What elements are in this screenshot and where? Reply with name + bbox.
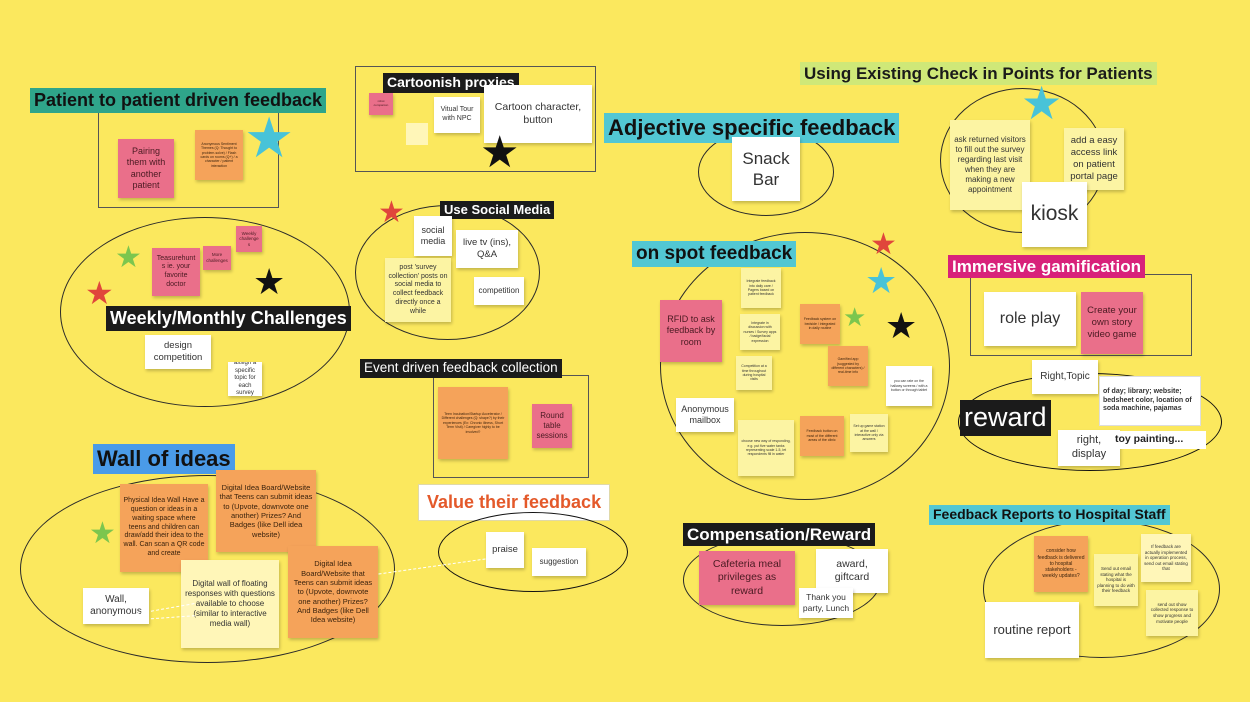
note-social-media[interactable]: social media: [414, 216, 452, 256]
note-physical-wall[interactable]: Physical Idea Wall Have a question or id…: [120, 484, 208, 572]
note-round-table[interactable]: Round table sessions: [532, 404, 572, 448]
star-icon: ★: [244, 106, 295, 169]
star-icon: ★: [870, 228, 897, 261]
note-anonymous-mailbox[interactable]: Anonymous mailbox: [676, 398, 734, 432]
title-gamification[interactable]: Immersive gamification: [948, 255, 1145, 279]
note-more-challenges[interactable]: More challenges: [203, 246, 231, 270]
note-consider[interactable]: consider how feedback is delivered to ho…: [1034, 536, 1088, 592]
star-icon: ★: [85, 275, 114, 311]
star-icon: ★: [253, 261, 286, 302]
note-on-spot-7[interactable]: choose new way of responding, e.g. put f…: [738, 420, 794, 476]
note-on-spot-1[interactable]: Integrate feedback into daily care / Pag…: [741, 268, 781, 308]
note-day-library[interactable]: of day; library; website; bedsheet color…: [1099, 376, 1201, 426]
note-on-spot-5[interactable]: Gamified app (suggested by different cha…: [828, 346, 868, 386]
note-pairing[interactable]: Pairing them with another patient: [118, 139, 174, 198]
note-routine-report[interactable]: routine report: [985, 602, 1079, 658]
note-own-story[interactable]: Create your own story video game: [1081, 292, 1143, 354]
star-icon: ★: [115, 241, 142, 274]
note-on-spot-6[interactable]: you can rate on the hallway screens / wi…: [886, 366, 932, 406]
note-wall-anonymous[interactable]: Wall, anonymous: [83, 588, 149, 624]
note-thank-you[interactable]: Thank you party, Lunch: [799, 588, 853, 618]
note-easy-link[interactable]: add a easy access link on patient portal…: [1064, 128, 1124, 190]
star-icon: ★: [843, 302, 867, 332]
note-suggestion[interactable]: suggestion: [532, 548, 586, 576]
note-toy-painting[interactable]: toy painting...: [1112, 431, 1206, 449]
note-kiosk[interactable]: kiosk: [1022, 182, 1087, 247]
note-right-topic[interactable]: Right,Topic: [1032, 360, 1098, 394]
note-design-competition[interactable]: design competition: [145, 335, 211, 369]
note-cafeteria[interactable]: Cafeteria meal privileges as reward: [699, 551, 795, 605]
cartoonish-frame: [355, 66, 596, 172]
title-check-in[interactable]: Using Existing Check in Points for Patie…: [800, 62, 1157, 86]
star-icon: ★: [1021, 77, 1063, 129]
note-on-spot-2[interactable]: Feedback system on bedside / integrated …: [800, 304, 840, 344]
title-on-spot[interactable]: on spot feedback: [632, 241, 797, 267]
note-send-show[interactable]: send out show collected response to show…: [1146, 590, 1198, 636]
title-challenges[interactable]: Weekly/Monthly Challenges: [106, 306, 351, 331]
note-role-play[interactable]: role play: [984, 292, 1076, 346]
star-icon: ★: [89, 517, 116, 550]
note-on-spot-8[interactable]: Feedback button on most of the different…: [800, 416, 844, 456]
blank-note[interactable]: [406, 123, 428, 145]
title-wall[interactable]: Wall of ideas: [93, 444, 235, 474]
title-social-media[interactable]: Use Social Media: [440, 201, 555, 220]
note-on-spot-9[interactable]: Set up game station at the wall / intera…: [850, 414, 888, 452]
star-icon: ★: [865, 260, 898, 301]
note-teen-incubation[interactable]: Teen Incubation/Startup Accelerator / Di…: [438, 387, 508, 459]
note-weekly-challenges[interactable]: Weekly challenges: [236, 226, 262, 252]
note-cartoon-character[interactable]: Cartoon character, button: [484, 85, 592, 143]
note-rfid[interactable]: RFID to ask feedback by room: [660, 300, 722, 362]
title-event-driven[interactable]: Event driven feedback collection: [360, 359, 562, 378]
on-spot-cluster: [660, 232, 950, 500]
note-on-spot-3[interactable]: Integrate in discussion with nurses / Su…: [740, 314, 780, 350]
note-digital-board-1[interactable]: Digital Idea Board/Website that Teens ca…: [216, 470, 316, 552]
note-snack-bar[interactable]: Snack Bar: [732, 137, 800, 201]
star-icon: ★: [378, 196, 405, 229]
note-ask-returned[interactable]: ask returned visitors to fill out the su…: [950, 120, 1030, 210]
wall-cluster: [20, 475, 395, 663]
note-post-survey[interactable]: post 'survey collection' posts on social…: [385, 258, 451, 322]
star-icon: ★: [885, 305, 918, 346]
value-cluster: [438, 512, 628, 592]
note-assign-topic[interactable]: assign a specific topic for each survey: [228, 362, 262, 396]
note-digital-wall[interactable]: Digital wall of floating responses with …: [181, 560, 279, 648]
note-praise[interactable]: praise: [486, 532, 524, 568]
note-award[interactable]: award, giftcard: [816, 549, 888, 593]
note-if-feedback[interactable]: If feedback are actually implemented in …: [1141, 534, 1191, 582]
note-treasure-hunt[interactable]: Teasurehunts ie. your favorite doctor: [152, 248, 200, 296]
note-send-email[interactable]: Send out email stating what the hospital…: [1094, 554, 1138, 606]
title-reward[interactable]: reward: [960, 400, 1051, 436]
note-right-display[interactable]: right, display: [1058, 430, 1120, 466]
note-competition[interactable]: competition: [474, 277, 524, 305]
title-compensation[interactable]: Compensation/Reward: [683, 523, 876, 547]
note-anonymous-themes[interactable]: Anonymous Sentiment Themes (Q: Thought t…: [195, 130, 243, 180]
title-reports[interactable]: Feedback Reports to Hospital Staff: [929, 505, 1170, 525]
note-digital-board-2[interactable]: Digital Idea Board/Website that Teens ca…: [288, 546, 378, 638]
note-virtual-tour[interactable]: Vitual Tour with NPC: [434, 97, 480, 133]
note-live-tv[interactable]: live tv (ins), Q&A: [456, 230, 518, 268]
note-on-spot-4[interactable]: Competition at a time throughout during …: [736, 356, 772, 390]
title-patient-feedback[interactable]: Patient to patient driven feedback: [30, 88, 327, 113]
note-robot-companion[interactable]: robot companion: [369, 93, 393, 115]
star-icon: ★: [480, 128, 520, 177]
